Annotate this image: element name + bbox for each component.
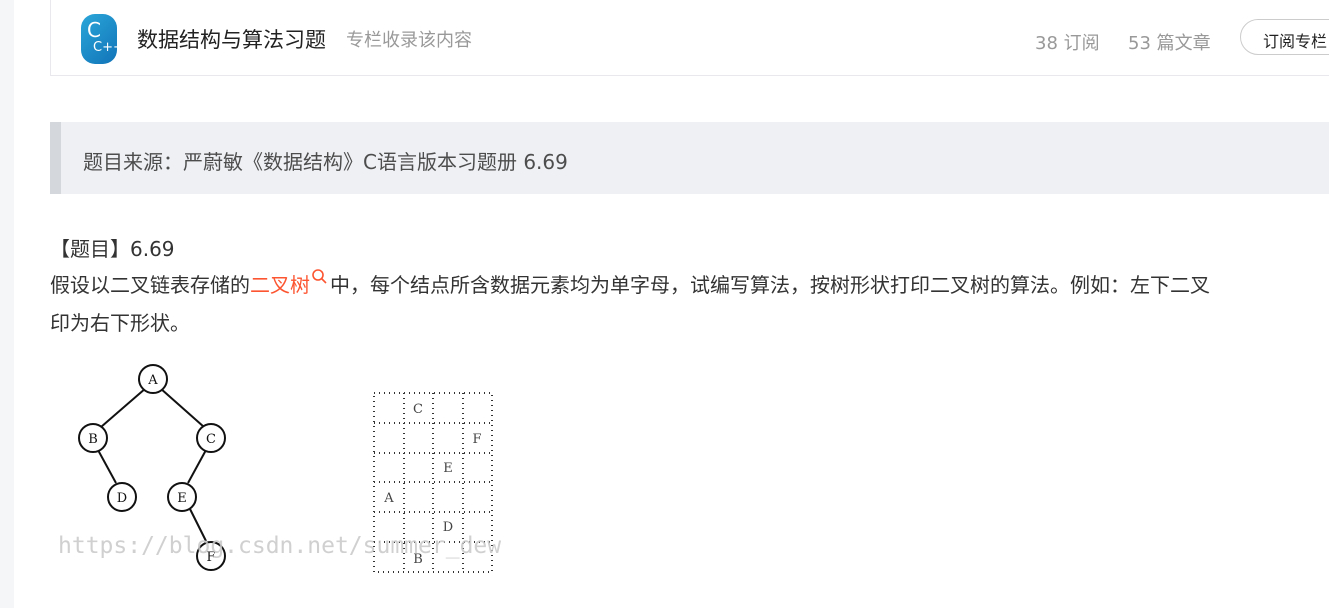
column-logo: C C++ <box>81 14 124 64</box>
problem-heading: 【题目】6.69 <box>50 237 175 261</box>
tree-nodes <box>78 364 226 571</box>
article-count: 53 篇文章 <box>1128 33 1211 54</box>
grid-label-f: F <box>472 432 481 447</box>
edge-a-c <box>159 387 205 428</box>
node-e <box>167 482 197 512</box>
node-label-d: D <box>117 491 127 506</box>
logo-text-cpp: C++ <box>93 40 124 55</box>
column-subtitle: 专栏收录该内容 <box>346 30 472 51</box>
grid-label-c: C <box>413 402 423 417</box>
column-card[interactable]: C C++ 数据结构与算法习题 专栏收录该内容 38 订阅 53 篇文章 订阅专… <box>50 0 1329 76</box>
grid-label-e: E <box>443 461 453 476</box>
edge-b-d <box>97 449 117 484</box>
source-quote-text: 题目来源：严蔚敏《数据结构》C语言版本习题册 6.69 <box>83 150 568 174</box>
grid-label-b: B <box>413 552 423 567</box>
keyword-link[interactable]: 二叉树 <box>250 273 310 297</box>
grid-label-d: D <box>443 520 453 535</box>
edge-e-f <box>189 508 207 542</box>
watermark: https://blog.csdn.net/summer_dew <box>58 533 501 559</box>
problem-text-before: 假设以二叉链表存储的 <box>50 273 250 297</box>
logo-text-c: C <box>87 18 101 42</box>
dotted-grid <box>373 392 493 573</box>
node-label-b: B <box>88 432 98 447</box>
search-icon[interactable] <box>310 267 330 287</box>
source-quote: 题目来源：严蔚敏《数据结构》C语言版本习题册 6.69 <box>50 122 1329 194</box>
grid-label-a: A <box>383 491 394 506</box>
node-c <box>196 423 226 453</box>
edge-a-b <box>100 387 147 428</box>
node-label-f: F <box>206 550 215 565</box>
edge-c-e <box>187 449 207 484</box>
node-d <box>107 482 137 512</box>
left-gutter <box>0 0 14 608</box>
subscriber-count: 38 订阅 <box>1035 33 1100 54</box>
binary-tree <box>97 387 207 542</box>
node-label-a: A <box>147 373 158 388</box>
problem-line-1: 假设以二叉链表存储的二叉树中，每个结点所含数据元素均为单字母，试编写算法，按树形… <box>50 269 1210 298</box>
node-label-c: C <box>206 432 216 447</box>
node-b <box>78 423 108 453</box>
column-title[interactable]: 数据结构与算法习题 <box>137 28 326 52</box>
node-a <box>138 364 168 394</box>
node-label-e: E <box>177 491 187 506</box>
problem-text-after: 中，每个结点所含数据元素均为单字母，试编写算法，按树形状打印二叉树的算法。例如：… <box>330 273 1210 297</box>
problem-line-2: 印为右下形状。 <box>50 311 190 335</box>
subscribe-column-button[interactable]: 订阅专栏 <box>1240 19 1329 55</box>
node-f <box>196 541 226 571</box>
